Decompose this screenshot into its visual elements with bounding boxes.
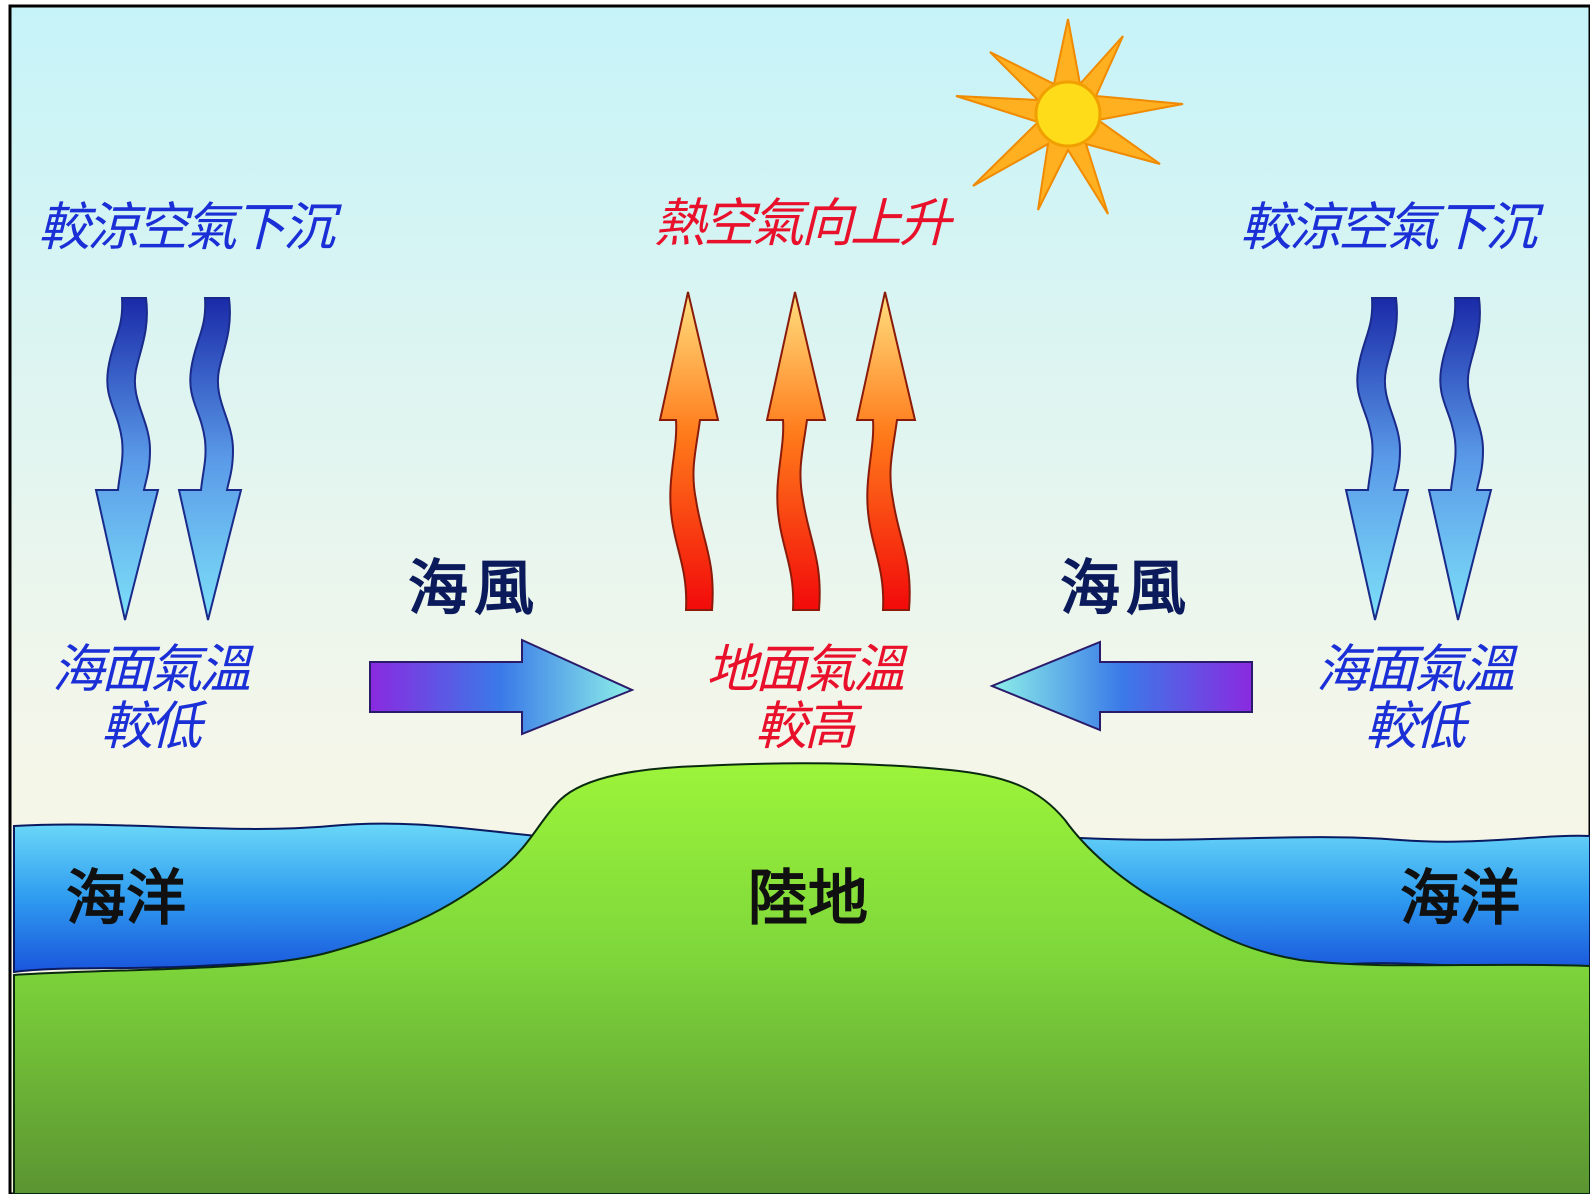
wavy-down-arrow-icon [177, 297, 243, 621]
sea-temp-label-left: 海面氣溫 較低 [50, 640, 251, 758]
sea-temp-left-line2: 較低 [100, 697, 202, 758]
sea-temp-left-line1: 海面氣溫 [51, 640, 251, 700]
hot-air-rising-label: 熱空氣向上升 [654, 194, 951, 254]
wavy-up-arrow-icon [855, 291, 917, 611]
sea-temp-right-line2: 較低 [1364, 697, 1466, 758]
wavy-down-arrow-icon [1427, 297, 1493, 621]
sea-temp-right-line1: 海面氣溫 [1315, 640, 1515, 700]
ocean-label-right: 海洋 [1400, 864, 1520, 934]
land-label: 陸地 [748, 864, 868, 934]
land-temp-label: 地面氣溫 較高 [704, 640, 905, 758]
cool-air-sinking-label-right: 較涼空氣下沉 [1240, 198, 1537, 258]
land-mass [13, 762, 1590, 1194]
cool-air-arrows-left [94, 297, 243, 621]
wavy-up-arrow-icon [658, 291, 720, 611]
sun-icon [955, 18, 1184, 215]
sea-breeze-label-left: 海風 [408, 554, 540, 624]
land-temp-line1: 地面氣溫 [705, 640, 905, 700]
left-arrow-icon [989, 640, 1253, 732]
ocean-label-left: 海洋 [66, 864, 186, 934]
cool-air-arrows-right [1344, 297, 1493, 621]
right-arrow-icon [369, 638, 635, 736]
cool-air-sinking-label-left: 較涼空氣下沉 [38, 198, 335, 258]
sea-breeze-label-right: 海風 [1060, 554, 1192, 624]
wavy-up-arrow-icon [765, 291, 827, 611]
wavy-down-arrow-icon [94, 297, 160, 621]
hot-air-arrows [658, 291, 917, 611]
wavy-down-arrow-icon [1344, 297, 1410, 621]
sea-temp-label-right: 海面氣溫 較低 [1314, 640, 1515, 758]
sun-disc [1034, 80, 1102, 148]
land-temp-line2: 較高 [754, 697, 856, 758]
